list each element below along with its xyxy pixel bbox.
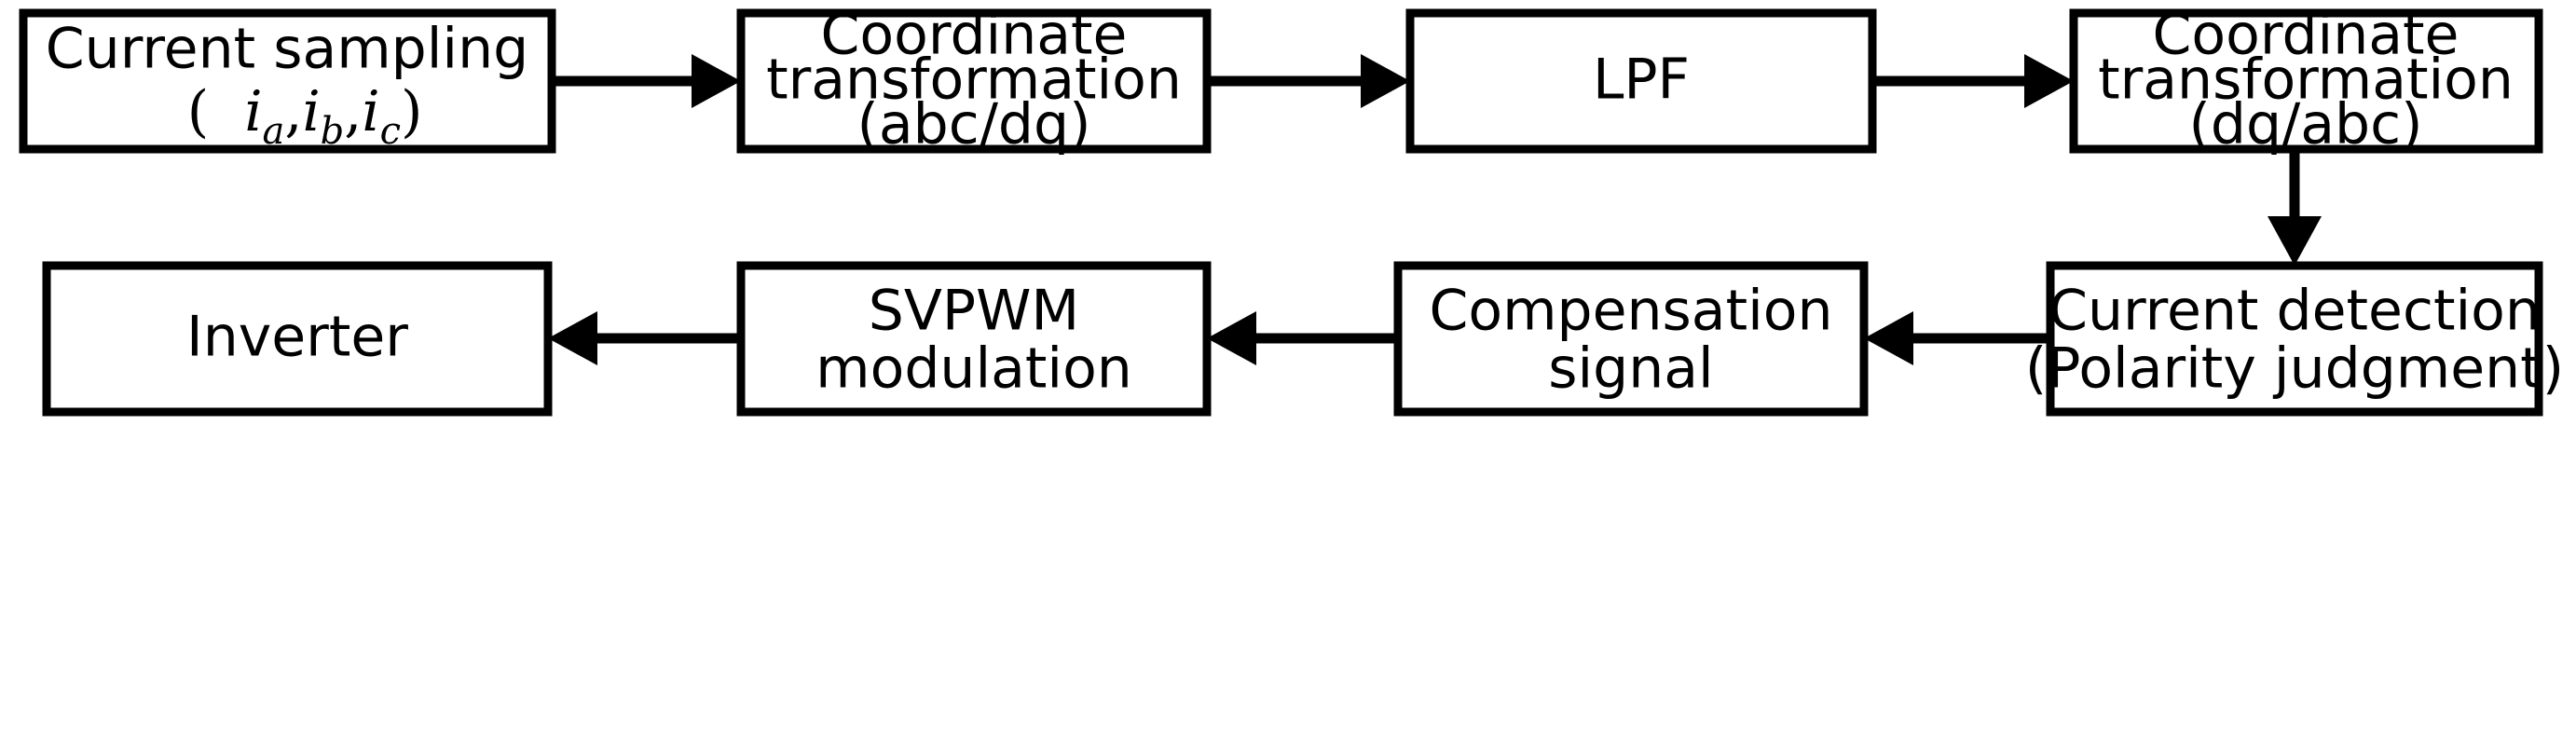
edge-abcdq-to-lpf xyxy=(1207,54,1410,108)
node-box[interactable] xyxy=(19,8,556,154)
node-label-line-1: SVPWM xyxy=(869,279,1079,344)
arrowhead-left-icon xyxy=(1864,311,1913,365)
node-compensation-signal[interactable]: Compensation signal xyxy=(1393,261,1869,417)
formula-separator-1: , xyxy=(284,79,302,144)
node-label-line-1: LPF xyxy=(1593,48,1690,113)
formula-subscript-a: a xyxy=(263,110,285,153)
edge-compensation-to-svpwm xyxy=(1207,311,1398,365)
node-label-line-1: Inverter xyxy=(186,305,408,370)
formula-open-paren: ( xyxy=(187,79,209,144)
node-label-line-3: (abc/dq) xyxy=(856,92,1090,158)
node-coordinate-transformation-abc-dq[interactable]: Coordinate transformation (abc/dq) xyxy=(736,3,1212,158)
formula-symbol-c: i xyxy=(362,79,379,144)
edge-svpwm-to-inverter xyxy=(548,311,741,365)
formula-subscript-b: b xyxy=(321,110,345,153)
node-label-line-2: signal xyxy=(1548,336,1713,402)
node-label-line-1: Coordinate xyxy=(821,3,1128,68)
arrowhead-left-icon xyxy=(1207,311,1256,365)
edge-detection-to-compensation xyxy=(1864,311,2050,365)
node-box[interactable] xyxy=(736,261,1212,417)
formula-symbol-a: i xyxy=(244,79,262,144)
node-formula: ( ia,ib,ic) xyxy=(27,79,547,153)
node-box[interactable] xyxy=(736,8,1212,154)
node-current-sampling[interactable]: Current sampling ( ia,ib,ic) xyxy=(19,8,556,154)
node-current-detection[interactable]: Current detection (Polarity judgment) xyxy=(2025,261,2564,417)
edge-dqabc-to-detection xyxy=(2268,149,2322,266)
node-label-line-3: (dq/abc) xyxy=(2188,92,2422,158)
node-box[interactable] xyxy=(2069,8,2543,154)
arrowhead-down-icon xyxy=(2268,216,2322,266)
node-label-line-2: transformation xyxy=(766,48,1182,113)
node-label-line-1: Coordinate xyxy=(2153,3,2460,68)
node-label-line-1: Current sampling xyxy=(46,17,528,82)
node-label-line-2: transformation xyxy=(2098,48,2514,113)
node-lpf[interactable]: LPF xyxy=(1405,8,1877,154)
node-box[interactable] xyxy=(1405,8,1877,154)
edge-lpf-to-dqabc xyxy=(1872,54,2074,108)
node-label-line-2: (Polarity judgment) xyxy=(2025,336,2564,402)
node-label-line-2: modulation xyxy=(815,336,1132,402)
node-svpwm-modulation[interactable]: SVPWM modulation xyxy=(736,261,1212,417)
formula-subscript-c: c xyxy=(380,110,401,153)
node-inverter[interactable]: Inverter xyxy=(42,261,553,417)
node-box[interactable] xyxy=(2046,261,2543,417)
formula-symbol-b: i xyxy=(302,79,320,144)
node-box[interactable] xyxy=(1393,261,1869,417)
arrowhead-right-icon xyxy=(2024,54,2074,108)
node-box[interactable] xyxy=(42,261,553,417)
formula-separator-2: , xyxy=(344,79,362,144)
arrowhead-right-icon xyxy=(1361,54,1410,108)
arrowhead-right-icon xyxy=(692,54,741,108)
node-coordinate-transformation-dq-abc[interactable]: Coordinate transformation (dq/abc) xyxy=(2069,3,2543,158)
arrowhead-left-icon xyxy=(548,311,597,365)
formula-close-paren: ) xyxy=(401,79,422,144)
edge-sampling-to-abcdq xyxy=(552,54,741,108)
node-label-line-1: Compensation xyxy=(1429,279,1832,344)
node-label-line-1: Current detection xyxy=(2048,279,2541,344)
